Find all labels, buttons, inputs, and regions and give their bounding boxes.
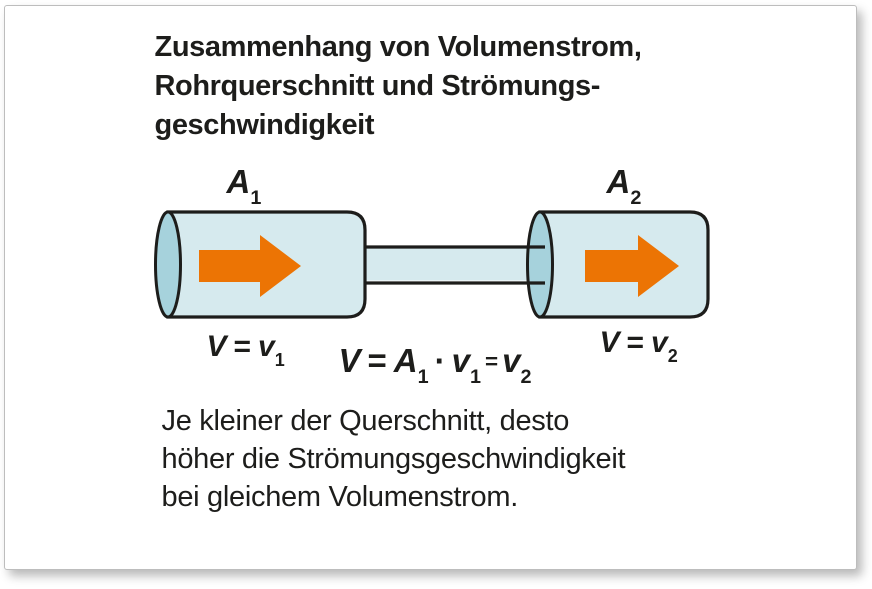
right-cylinder-body	[537, 209, 710, 319]
caption-line-3: bei gleichem Volumenstrom.	[161, 480, 519, 513]
formula-velocity-2: V=v2	[599, 325, 678, 367]
label-a1: A1	[226, 162, 262, 209]
figure-card: Zusammenhang von Volumenstrom, Rohrquers…	[4, 5, 857, 570]
right-cylinder-end-ellipse	[525, 210, 554, 318]
formula-velocity-1: V=v1	[206, 329, 285, 371]
formula-center-velocity-2-subscript: 2	[520, 366, 532, 389]
formula-right-rhs-subscript: 2	[667, 346, 678, 367]
formula-left-rhs-subscript: 1	[274, 350, 285, 371]
formula-left-equals: =	[233, 329, 252, 363]
label-a1-subscript: 1	[250, 186, 262, 209]
formula-center-velocity-1: v	[451, 341, 471, 379]
formula-right-rhs: v	[651, 325, 668, 359]
formula-left-rhs: v	[258, 329, 275, 363]
formula-right-lhs: V	[599, 325, 620, 359]
figure-caption: Je kleiner der Querschnitt, desto höher …	[162, 402, 626, 516]
title-line-3: geschwindigkeit	[154, 108, 375, 141]
formula-right-equals: =	[626, 325, 645, 359]
formula-center-velocity-1-subscript: 1	[470, 366, 482, 389]
formula-center-equals-2: =	[485, 348, 499, 374]
label-a2-subscript: 2	[630, 186, 642, 209]
flow-arrow-left-icon	[198, 234, 301, 297]
label-a2-symbol: A	[606, 162, 631, 200]
caption-line-2: höher die Strömungsgeschwindigkeit	[161, 442, 626, 475]
formula-center-area-subscript: 1	[417, 366, 429, 389]
label-a2: A2	[606, 162, 642, 209]
title-line-1: Zusammenhang von Volumenstrom,	[154, 30, 642, 63]
caption-line-1: Je kleiner der Querschnitt, desto	[161, 404, 570, 437]
formula-center-velocity-2: v	[502, 341, 521, 379]
formula-left-lhs: V	[206, 329, 227, 363]
left-cylinder-body	[165, 209, 367, 319]
formula-center-lhs: V	[338, 341, 361, 379]
connecting-tube-fill	[362, 248, 540, 280]
left-cylinder-end-ellipse	[153, 210, 182, 318]
flow-arrow-right-icon	[584, 234, 679, 297]
multiplication-dot: ·	[434, 341, 446, 379]
label-a1-symbol: A	[226, 162, 251, 200]
formula-center-equals-1: =	[367, 341, 387, 379]
figure-title: Zusammenhang von Volumenstrom, Rohrquers…	[155, 28, 642, 145]
title-line-2: Rohrquerschnitt und Strömungs-	[154, 69, 601, 102]
formula-center-area: A	[393, 341, 418, 379]
formula-continuity: V=A1·v1=v2	[338, 341, 532, 389]
